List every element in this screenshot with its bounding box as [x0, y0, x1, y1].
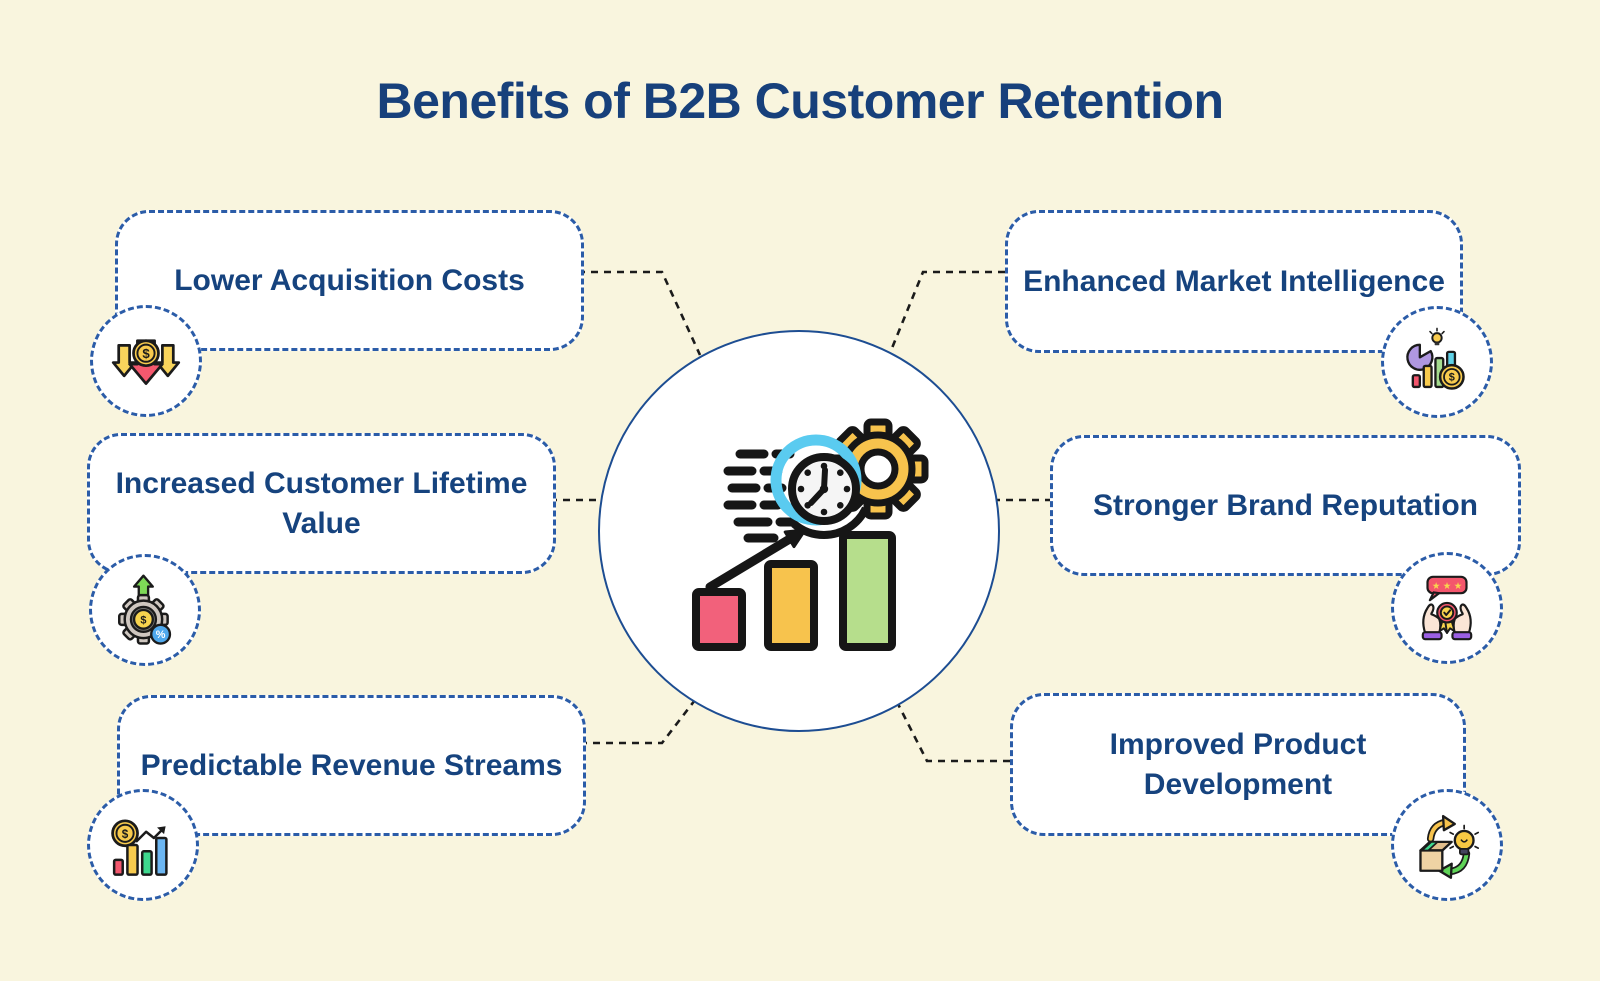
benefit-label: Enhanced Market Intelligence — [1023, 264, 1445, 298]
icon-circle-enhanced-market-intelligence: $ — [1381, 306, 1493, 418]
icon-circle-improved-product-development — [1391, 789, 1503, 901]
page-title: Benefits of B2B Customer Retention — [376, 73, 1224, 129]
market-analytics-icon: $ — [1406, 327, 1465, 390]
benefit-box-enhanced-market-intelligence: Enhanced Market Intelligence — [1005, 210, 1463, 353]
benefit-label: Lower Acquisition Costs — [174, 263, 525, 297]
icon-circle-increased-customer-lifetime-value: $ % — [89, 554, 201, 666]
product-cycle-bulb-icon — [1419, 814, 1480, 879]
benefit-label: Improved Product Development — [1109, 727, 1367, 801]
icon-circle-predictable-revenue-streams: $ — [87, 789, 199, 901]
connector-top-left — [578, 270, 702, 356]
benefit-box-improved-product-development: Improved Product Development — [1010, 693, 1466, 836]
cost-down-arrows-icon: $ — [111, 339, 181, 385]
benefit-box-predictable-revenue-streams: Predictable Revenue Streams — [117, 695, 586, 836]
svg-text:$: $ — [140, 614, 146, 626]
cycle-arrow-up — [1426, 814, 1456, 843]
icon-circle-lower-acquisition-costs: $ — [90, 305, 202, 417]
benefit-box-increased-customer-lifetime-value: Increased Customer Lifetime Value — [87, 433, 556, 574]
growth-arrow — [705, 528, 807, 592]
revenue-chart-coin-icon: $ — [111, 819, 168, 876]
center-illustration-circle — [598, 330, 1000, 732]
hand-left — [1421, 603, 1443, 641]
bulb-icon — [1429, 327, 1445, 346]
svg-text:★: ★ — [1454, 581, 1462, 591]
benefit-label: Stronger Brand Reputation — [1092, 488, 1478, 522]
icon-circle-stronger-brand-reputation: ★ ★ ★ — [1391, 552, 1503, 664]
benefit-label: Predictable Revenue Streams — [140, 748, 563, 782]
bulb-icon — [1449, 824, 1480, 856]
benefit-label: Increased Customer Lifetime Value — [115, 466, 528, 540]
svg-text:$: $ — [1449, 372, 1455, 384]
svg-text:★: ★ — [1432, 581, 1440, 591]
benefit-box-lower-acquisition-costs: Lower Acquisition Costs — [115, 210, 584, 351]
connector-top-right — [888, 270, 1005, 354]
svg-text:$: $ — [122, 828, 129, 841]
connector-bottom-right — [895, 701, 1010, 763]
package-box-icon — [1419, 840, 1453, 872]
bar-chart — [692, 531, 896, 651]
clock-icon — [770, 434, 874, 539]
connector-bottom-left — [580, 699, 697, 745]
svg-text:%: % — [156, 629, 166, 641]
speed-clock-gear-growth-chart-icon — [692, 418, 929, 651]
gear-dollar-growth-icon: $ % — [118, 574, 172, 645]
svg-text:$: $ — [142, 346, 150, 361]
svg-text:★: ★ — [1443, 581, 1451, 591]
hands-award-stars-icon: ★ ★ ★ — [1421, 575, 1473, 641]
hand-right — [1451, 603, 1473, 641]
cycle-arrow-down — [1438, 849, 1471, 879]
